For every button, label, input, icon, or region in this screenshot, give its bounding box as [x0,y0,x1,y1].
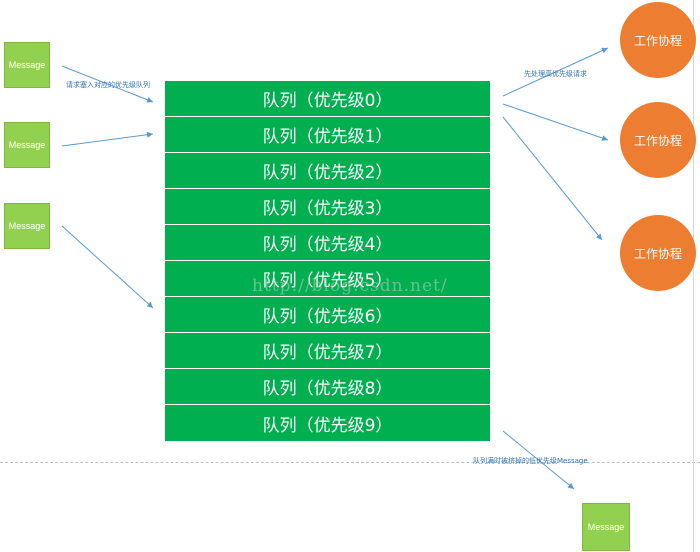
note-enqueue: 请求塞入对应的优先级队列 [66,81,150,89]
arrow-queue-to-worker2 [502,103,609,141]
worker-coroutine-3: 工作协程 [620,215,696,291]
divider-line [0,462,700,463]
arrow-msg3-to-queue [61,225,154,309]
message-box-3: Message [4,203,50,249]
queue-priority-7: 队列（优先级7） [165,333,490,369]
queue-priority-0: 队列（优先级0） [165,81,490,117]
arrow-queue-to-evicted [502,430,575,490]
queue-priority-5: 队列（优先级5） [165,261,490,297]
evicted-message-box: Message [582,503,630,551]
arrow-queue-to-worker3 [502,116,603,241]
right-border-line [693,0,694,552]
note-priority-first: 先处理高优先级请求 [524,70,587,78]
note-evicted: 队列满时被挤掉的低优先级Message [473,457,588,465]
queue-priority-3: 队列（优先级3） [165,189,490,225]
message-box-2: Message [4,122,50,168]
arrow-queue-to-worker1 [502,47,609,97]
queue-priority-6: 队列（优先级6） [165,297,490,333]
queue-priority-1: 队列（优先级1） [165,117,490,153]
arrow-msg2-to-queue [61,131,154,147]
watermark-text: http://blog.csdn.net/ [252,276,448,296]
queue-priority-4: 队列（优先级4） [165,225,490,261]
worker-coroutine-1: 工作协程 [620,2,696,78]
priority-queue-stack: 队列（优先级0） 队列（优先级1） 队列（优先级2） 队列（优先级3） 队列（优… [165,81,490,441]
queue-priority-2: 队列（优先级2） [165,153,490,189]
message-box-1: Message [4,42,50,88]
worker-coroutine-2: 工作协程 [620,102,696,178]
arrow-msg1-to-queue [61,65,154,103]
queue-priority-9: 队列（优先级9） [165,405,490,441]
queue-priority-8: 队列（优先级8） [165,369,490,405]
